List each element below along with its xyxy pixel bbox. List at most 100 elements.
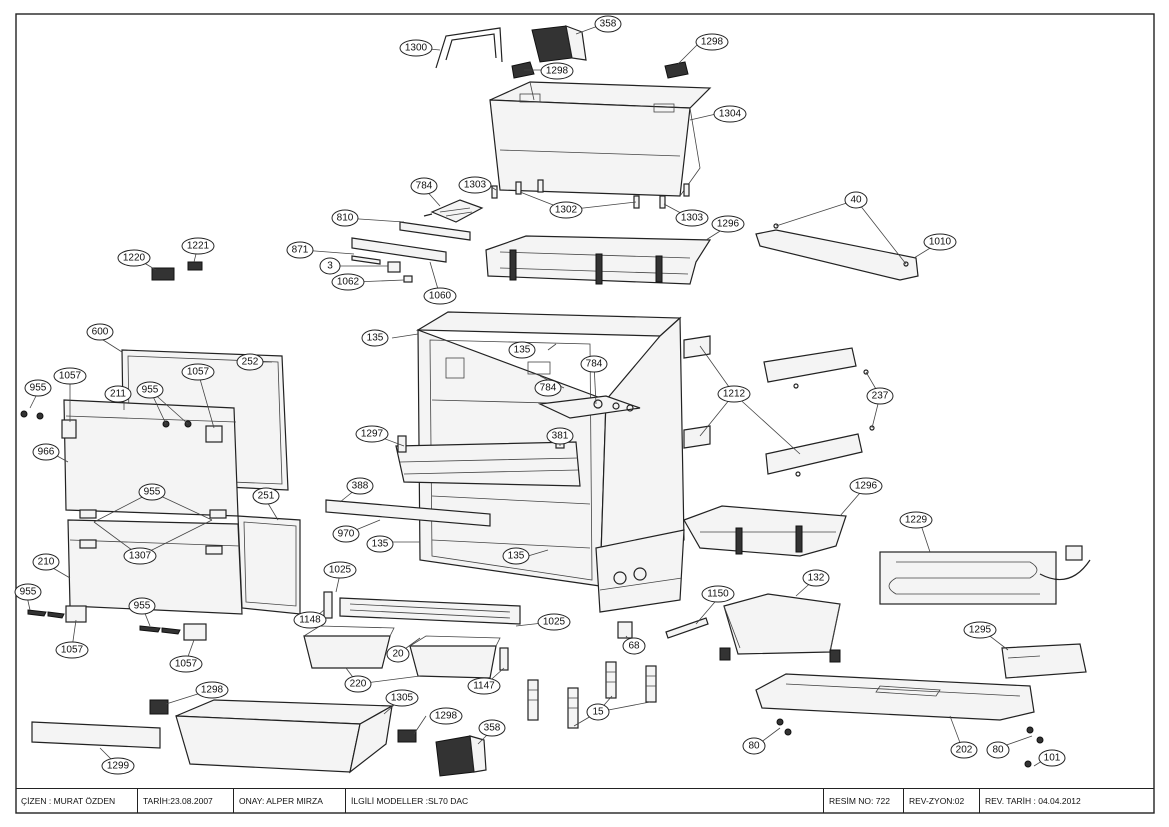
svg-text:135: 135 — [514, 345, 531, 356]
callout-1298-top-right: 1298 — [695, 33, 729, 51]
callout-3: 3 — [319, 257, 341, 275]
part-lower-door — [67, 509, 301, 615]
callout-1010: 1010 — [923, 233, 957, 251]
callout-970: 970 — [332, 525, 360, 543]
svg-text:251: 251 — [258, 491, 275, 502]
svg-text:1060: 1060 — [429, 291, 452, 302]
svg-text:1057: 1057 — [61, 645, 84, 656]
svg-text:135: 135 — [372, 539, 389, 550]
svg-text:135: 135 — [367, 333, 384, 344]
callout-1307: 1307 — [123, 547, 157, 565]
part-bin-132 — [719, 593, 841, 663]
callout-1062: 1062 — [331, 273, 365, 291]
title-block-date: TARİH:23.08.2007 — [138, 788, 234, 813]
svg-text:101: 101 — [1044, 753, 1061, 764]
callout-1297: 1297 — [355, 425, 389, 443]
part-base-plate — [755, 673, 1044, 768]
svg-text:358: 358 — [484, 723, 501, 734]
svg-text:600: 600 — [92, 327, 109, 338]
svg-text:1147: 1147 — [473, 681, 495, 692]
callout-40: 40 — [844, 191, 868, 209]
part-pad-1295 — [1001, 643, 1087, 679]
svg-text:1295: 1295 — [969, 625, 992, 636]
callout-132: 132 — [802, 569, 830, 587]
callout-80-left: 80 — [742, 737, 766, 755]
svg-text:1148: 1148 — [299, 615, 321, 626]
part-flap-top — [531, 25, 587, 63]
title-block — [16, 788, 1154, 813]
callout-955-lower-center: 955 — [128, 597, 156, 615]
part-upper-basket — [489, 81, 712, 197]
svg-text:1057: 1057 — [59, 371, 82, 382]
callout-237: 237 — [866, 387, 894, 405]
title-block-revision: REV-ZYON:02 — [904, 788, 980, 813]
svg-text:1303: 1303 — [681, 213, 704, 224]
part-control-box — [399, 199, 484, 241]
callout-101: 101 — [1038, 749, 1066, 767]
callout-1296-lower: 1296 — [849, 477, 883, 495]
svg-text:1057: 1057 — [175, 659, 198, 670]
svg-text:1298: 1298 — [546, 66, 569, 77]
svg-text:1229: 1229 — [905, 515, 928, 526]
callout-1300: 1300 — [399, 39, 433, 57]
callout-15: 15 — [586, 703, 610, 721]
svg-text:1298: 1298 — [701, 37, 724, 48]
svg-text:955: 955 — [134, 601, 151, 612]
part-lower-rail — [325, 499, 491, 527]
callout-1298-bottom-center: 1298 — [429, 707, 463, 725]
svg-text:810: 810 — [337, 213, 354, 224]
callout-1148: 1148 — [293, 611, 327, 629]
title-block-models: İLGİLİ MODELLER :SL70 DAC — [346, 788, 824, 813]
callout-1147: 1147 — [467, 677, 501, 695]
part-strip-1299 — [31, 721, 161, 749]
svg-text:1221: 1221 — [187, 241, 210, 252]
callout-1298-bottom-left: 1298 — [195, 681, 229, 699]
svg-text:1305: 1305 — [391, 693, 414, 704]
callout-251: 251 — [252, 487, 280, 505]
callout-1057-lower-center: 1057 — [169, 655, 203, 673]
callout-600: 600 — [86, 323, 114, 341]
svg-text:220: 220 — [350, 679, 367, 690]
callout-1303-right: 1303 — [675, 209, 709, 227]
svg-text:784: 784 — [540, 383, 557, 394]
svg-text:1307: 1307 — [129, 551, 152, 562]
svg-text:3: 3 — [327, 261, 333, 272]
svg-text:955: 955 — [20, 587, 37, 598]
callout-1304: 1304 — [713, 105, 747, 123]
title-block-revision-date: REV. TARİH : 04.04.2012 — [985, 795, 1081, 806]
part-side-rails — [683, 335, 875, 477]
callout-784-inner: 784 — [534, 379, 562, 397]
svg-text:210: 210 — [38, 557, 55, 568]
callout-135-bottom-left: 135 — [366, 535, 394, 553]
callout-1305: 1305 — [385, 689, 419, 707]
callout-1212: 1212 — [717, 385, 751, 403]
svg-text:1299: 1299 — [107, 761, 130, 772]
svg-text:20: 20 — [392, 649, 404, 660]
svg-text:1298: 1298 — [435, 711, 458, 722]
svg-text:1212: 1212 — [723, 389, 746, 400]
svg-text:1303: 1303 — [464, 180, 487, 191]
svg-text:1297: 1297 — [361, 429, 384, 440]
callout-210: 210 — [32, 553, 60, 571]
callout-966: 966 — [32, 443, 60, 461]
callout-810: 810 — [331, 209, 359, 227]
svg-text:1296: 1296 — [717, 219, 740, 230]
svg-text:358: 358 — [600, 19, 617, 30]
callout-1025-right: 1025 — [537, 613, 571, 631]
title-block-drawn-by: ÇİZEN : MURAT ÖZDEN — [16, 788, 138, 813]
part-upper-drawer-frame — [485, 235, 712, 285]
svg-text:784: 784 — [416, 181, 433, 192]
part-knobs — [151, 261, 203, 281]
callout-1295: 1295 — [963, 621, 997, 639]
part-clips — [491, 179, 690, 209]
svg-text:1298: 1298 — [201, 685, 224, 696]
callout-1057-lower-left: 1057 — [55, 641, 89, 659]
callout-220: 220 — [344, 675, 372, 693]
part-front-grille — [323, 591, 521, 671]
callout-955-lower-left: 955 — [14, 583, 42, 601]
callout-1150: 1150 — [701, 585, 735, 603]
callout-135-top-center: 135 — [508, 341, 536, 359]
callout-358-bottom: 358 — [478, 719, 506, 737]
svg-text:1300: 1300 — [405, 43, 428, 54]
